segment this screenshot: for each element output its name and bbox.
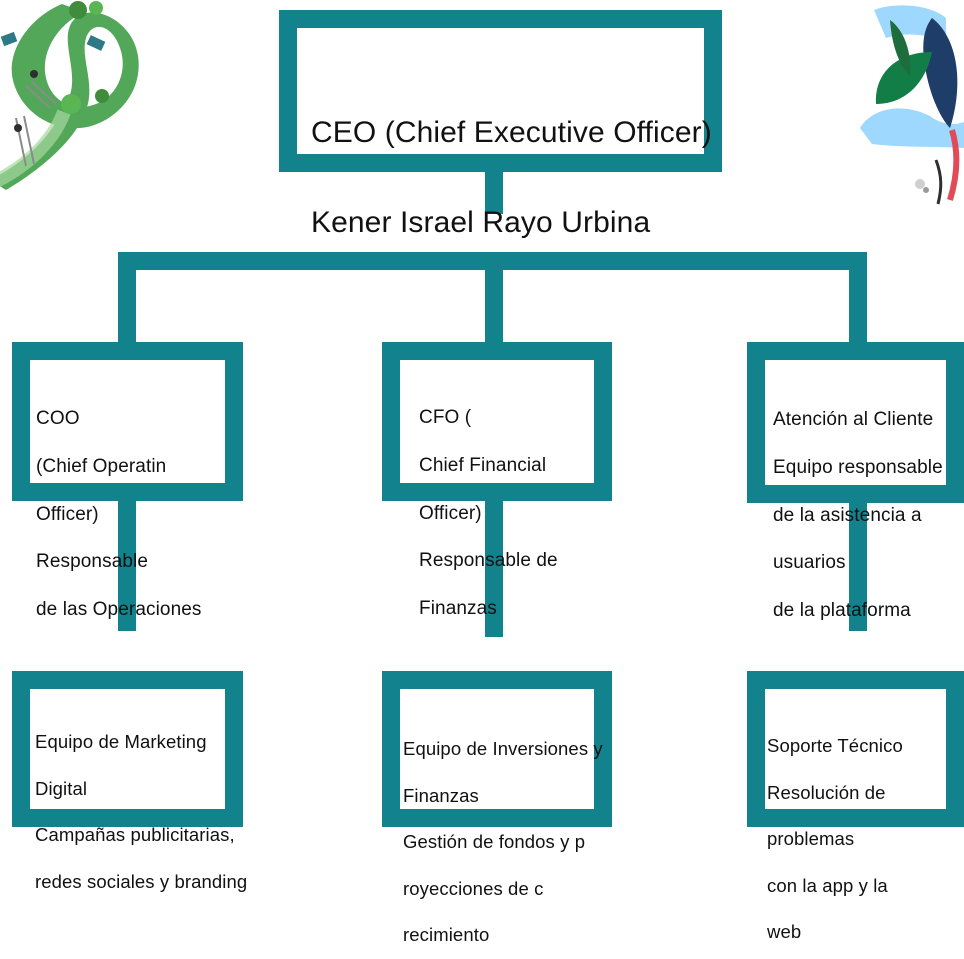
cfo-line-2: Chief Financial: [419, 454, 547, 476]
coo-line-3: Officer): [36, 503, 99, 525]
tech-support-line-3: problemas: [767, 828, 855, 850]
support-manager-box: [747, 342, 964, 503]
cfo-line-4: Responsable de: [419, 550, 558, 572]
investments-box: [382, 671, 612, 827]
coo-text: COO (Chief Operatin Officer) Responsable…: [36, 379, 202, 634]
ceo-name: Kener Israel Rayo Urbina: [311, 206, 651, 239]
coo-line-1: COO: [36, 407, 80, 429]
tech-support-box: [747, 671, 964, 827]
support-manager-line-5: de la plataforma: [773, 600, 911, 622]
cfo-line-3: Officer): [419, 502, 482, 524]
support-manager-line-1: Atención al Cliente: [773, 408, 934, 430]
connector-coo-down: [118, 501, 136, 631]
cfo-text: CFO ( Chief Financial Officer) Responsab…: [419, 378, 558, 633]
connector-right-branch: [849, 252, 867, 342]
support-manager-line-2: Equipo responsable: [773, 456, 943, 478]
coo-line-2: (Chief Operatin: [36, 455, 167, 477]
tech-support-text: Soporte Técnico Resolución de problemas …: [767, 707, 903, 956]
marketing-line-2: Digital: [35, 777, 88, 799]
support-manager-line-3: de la asistencia a: [773, 504, 922, 526]
tech-support-line-2: Resolución de: [767, 781, 886, 803]
coo-box: [12, 342, 243, 501]
investments-line-2: Finanzas: [403, 784, 479, 806]
cfo-line-5: Finanzas: [419, 598, 497, 620]
ceo-box: [279, 10, 722, 172]
support-manager-line-4: usuarios: [773, 552, 846, 574]
marketing-line-4: redes sociales y branding: [35, 870, 248, 892]
ceo-text: CEO (Chief Executive Officer) Kener Isra…: [311, 58, 712, 268]
marketing-line-1: Equipo de Marketing: [35, 731, 207, 753]
connector-cfo-down: [485, 501, 503, 637]
investments-line-5: recimiento: [403, 924, 490, 946]
connector-center-branch: [485, 252, 503, 342]
tech-support-line-1: Soporte Técnico: [767, 735, 903, 757]
marketing-box: [12, 671, 243, 827]
support-manager-text: Atención al Cliente Equipo responsable d…: [773, 380, 943, 635]
tropical-leaves-illustration: [860, 5, 964, 205]
tech-support-line-5: web: [767, 921, 802, 943]
coo-line-5: de las Operaciones: [36, 599, 202, 621]
connector-left-branch: [118, 252, 136, 342]
investments-text: Equipo de Inversiones y Finanzas Gestión…: [403, 710, 603, 959]
investments-line-3: Gestión de fondos y p: [403, 831, 586, 853]
coo-line-4: Responsable: [36, 551, 149, 573]
connector-support-down: [849, 503, 867, 631]
tech-support-line-4: con la app y la: [767, 874, 888, 896]
investments-line-4: royecciones de c: [403, 877, 544, 899]
cfo-line-1: CFO (: [419, 406, 472, 428]
marketing-text: Equipo de Marketing Digital Campañas pub…: [35, 703, 247, 905]
cfo-box: [382, 342, 612, 501]
marketing-line-3: Campañas publicitarias,: [35, 824, 235, 846]
green-ribbon-illustration: [0, 1, 139, 190]
ceo-title: CEO (Chief Executive Officer): [311, 116, 712, 149]
investments-line-1: Equipo de Inversiones y: [403, 738, 603, 760]
connector-ceo-vertical: [485, 172, 503, 214]
